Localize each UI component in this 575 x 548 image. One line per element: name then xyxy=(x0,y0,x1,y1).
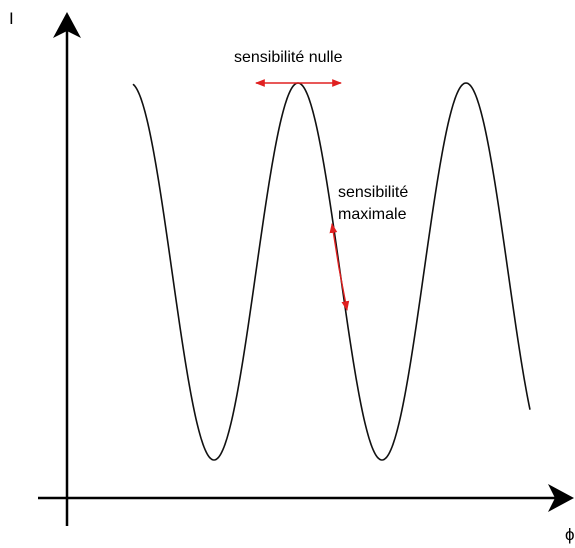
x-axis-label: ϕ xyxy=(565,525,575,544)
intensity-curve xyxy=(132,82,531,461)
zero-sensitivity-label: sensibilité nulle xyxy=(234,49,343,66)
max-sensitivity-arrow-up xyxy=(329,223,340,269)
max-sensitivity-arrow-down xyxy=(338,267,350,311)
max-sensitivity-label-line2: maximale xyxy=(338,206,407,223)
y-axis-arrowhead xyxy=(53,12,81,38)
x-axis-arrowhead xyxy=(548,484,574,512)
y-axis-label: I xyxy=(9,9,14,28)
max-sensitivity-label-line1: sensibilité xyxy=(338,184,408,201)
